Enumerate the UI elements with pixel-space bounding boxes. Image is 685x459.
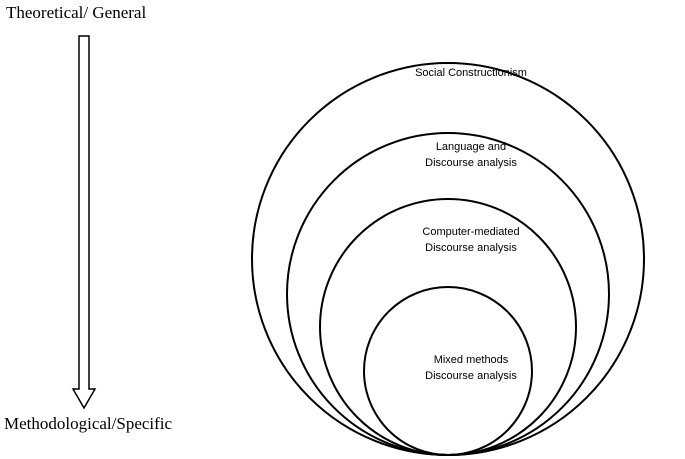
bottom-label: Methodological/Specific	[4, 414, 173, 433]
circle-4-label-line-1: Mixed methods	[434, 354, 509, 366]
downward-arrow-icon	[71, 35, 97, 410]
circle-2-label-line-1: Language and	[436, 141, 506, 153]
circle-3-label-line-1: Computer-mediated	[422, 226, 519, 238]
circle-3-label-line-2: Discourse analysis	[425, 242, 517, 254]
circle-4-label-line-2: Discourse analysis	[425, 370, 517, 382]
top-label: Theoretical/ General	[6, 3, 146, 22]
circle-mixed-methods-discourse	[363, 286, 533, 456]
circle-social-constructionism	[251, 62, 645, 456]
circle-language-discourse	[286, 132, 610, 456]
circle-2-label-line-2: Discourse analysis	[425, 157, 517, 169]
circle-1-label-line-1: Social Constructionism	[415, 67, 527, 79]
